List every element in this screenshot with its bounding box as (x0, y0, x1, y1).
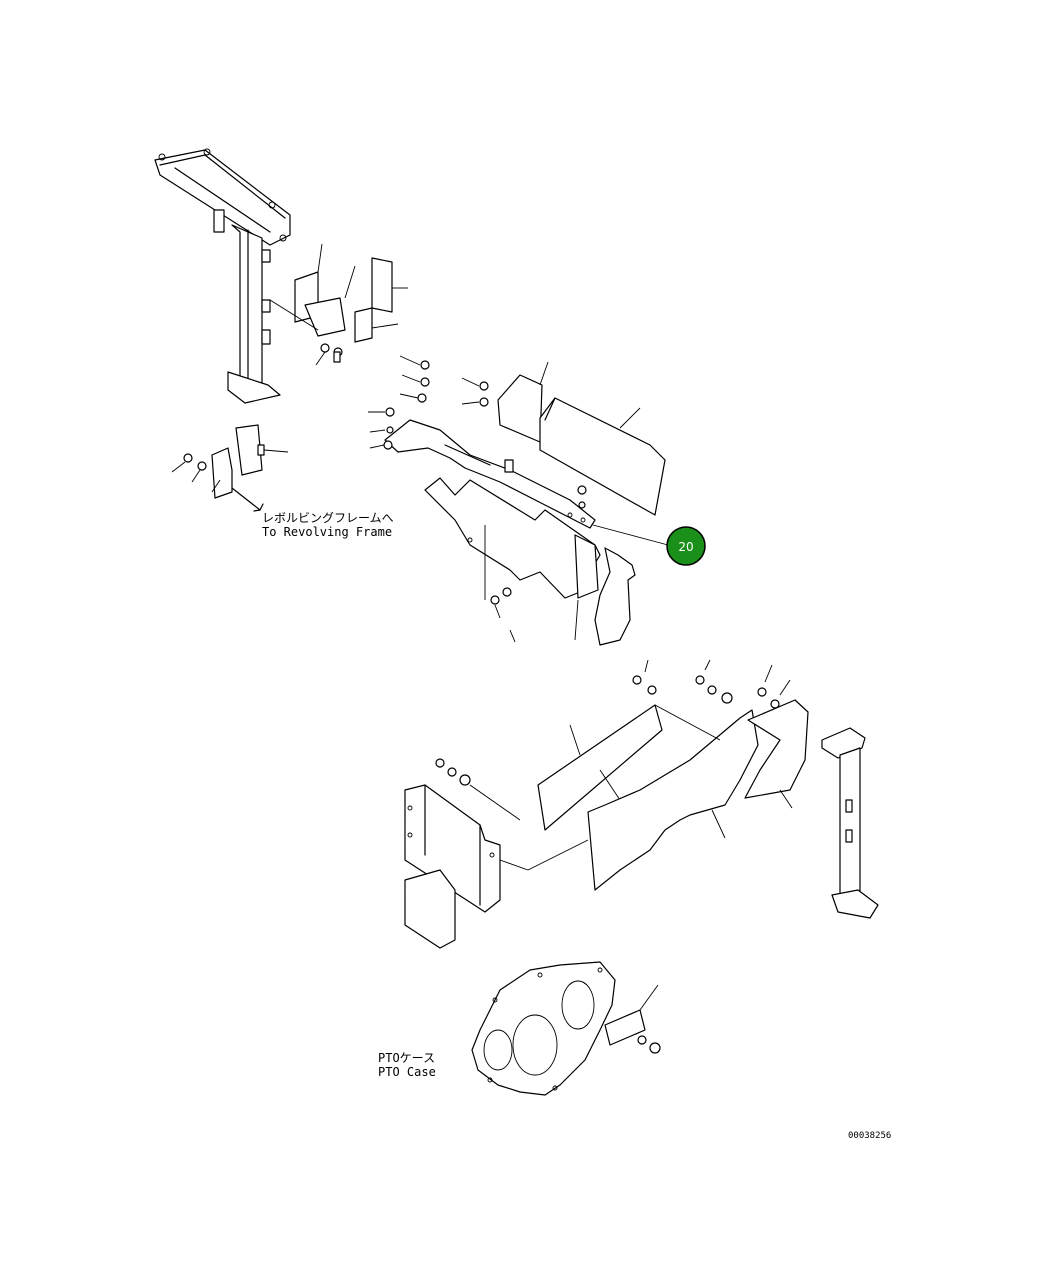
left-support-bracket (154, 148, 291, 404)
pto-case-label-en: PTO Case (378, 1065, 436, 1079)
right-upper-bracket (574, 534, 636, 646)
lower-right-support (821, 727, 879, 919)
bolts-top-left (315, 343, 343, 366)
revolving-frame-label-en: To Revolving Frame (262, 525, 392, 539)
upper-insulation-pads (497, 361, 666, 516)
small-bracket-lower-left (171, 424, 289, 512)
pto-case (471, 961, 661, 1096)
lower-left-box-bracket (404, 784, 589, 949)
callout-20-number[interactable]: 20 (678, 540, 693, 554)
callout-20-leader (592, 524, 669, 546)
drawing-code: 00038256 (848, 1131, 891, 1141)
bolts-central (368, 355, 587, 643)
pto-case-label-jp: PTOケース (378, 1051, 435, 1065)
bolts-lower-row (435, 659, 791, 821)
revolving-frame-label-jp: レボルビングフレームへ (262, 511, 394, 525)
callout-20-circle[interactable] (666, 526, 706, 566)
lower-cover-plates (537, 699, 809, 891)
rubber-pads-top (269, 243, 408, 343)
callout-20-badge[interactable]: 20 (666, 526, 706, 566)
